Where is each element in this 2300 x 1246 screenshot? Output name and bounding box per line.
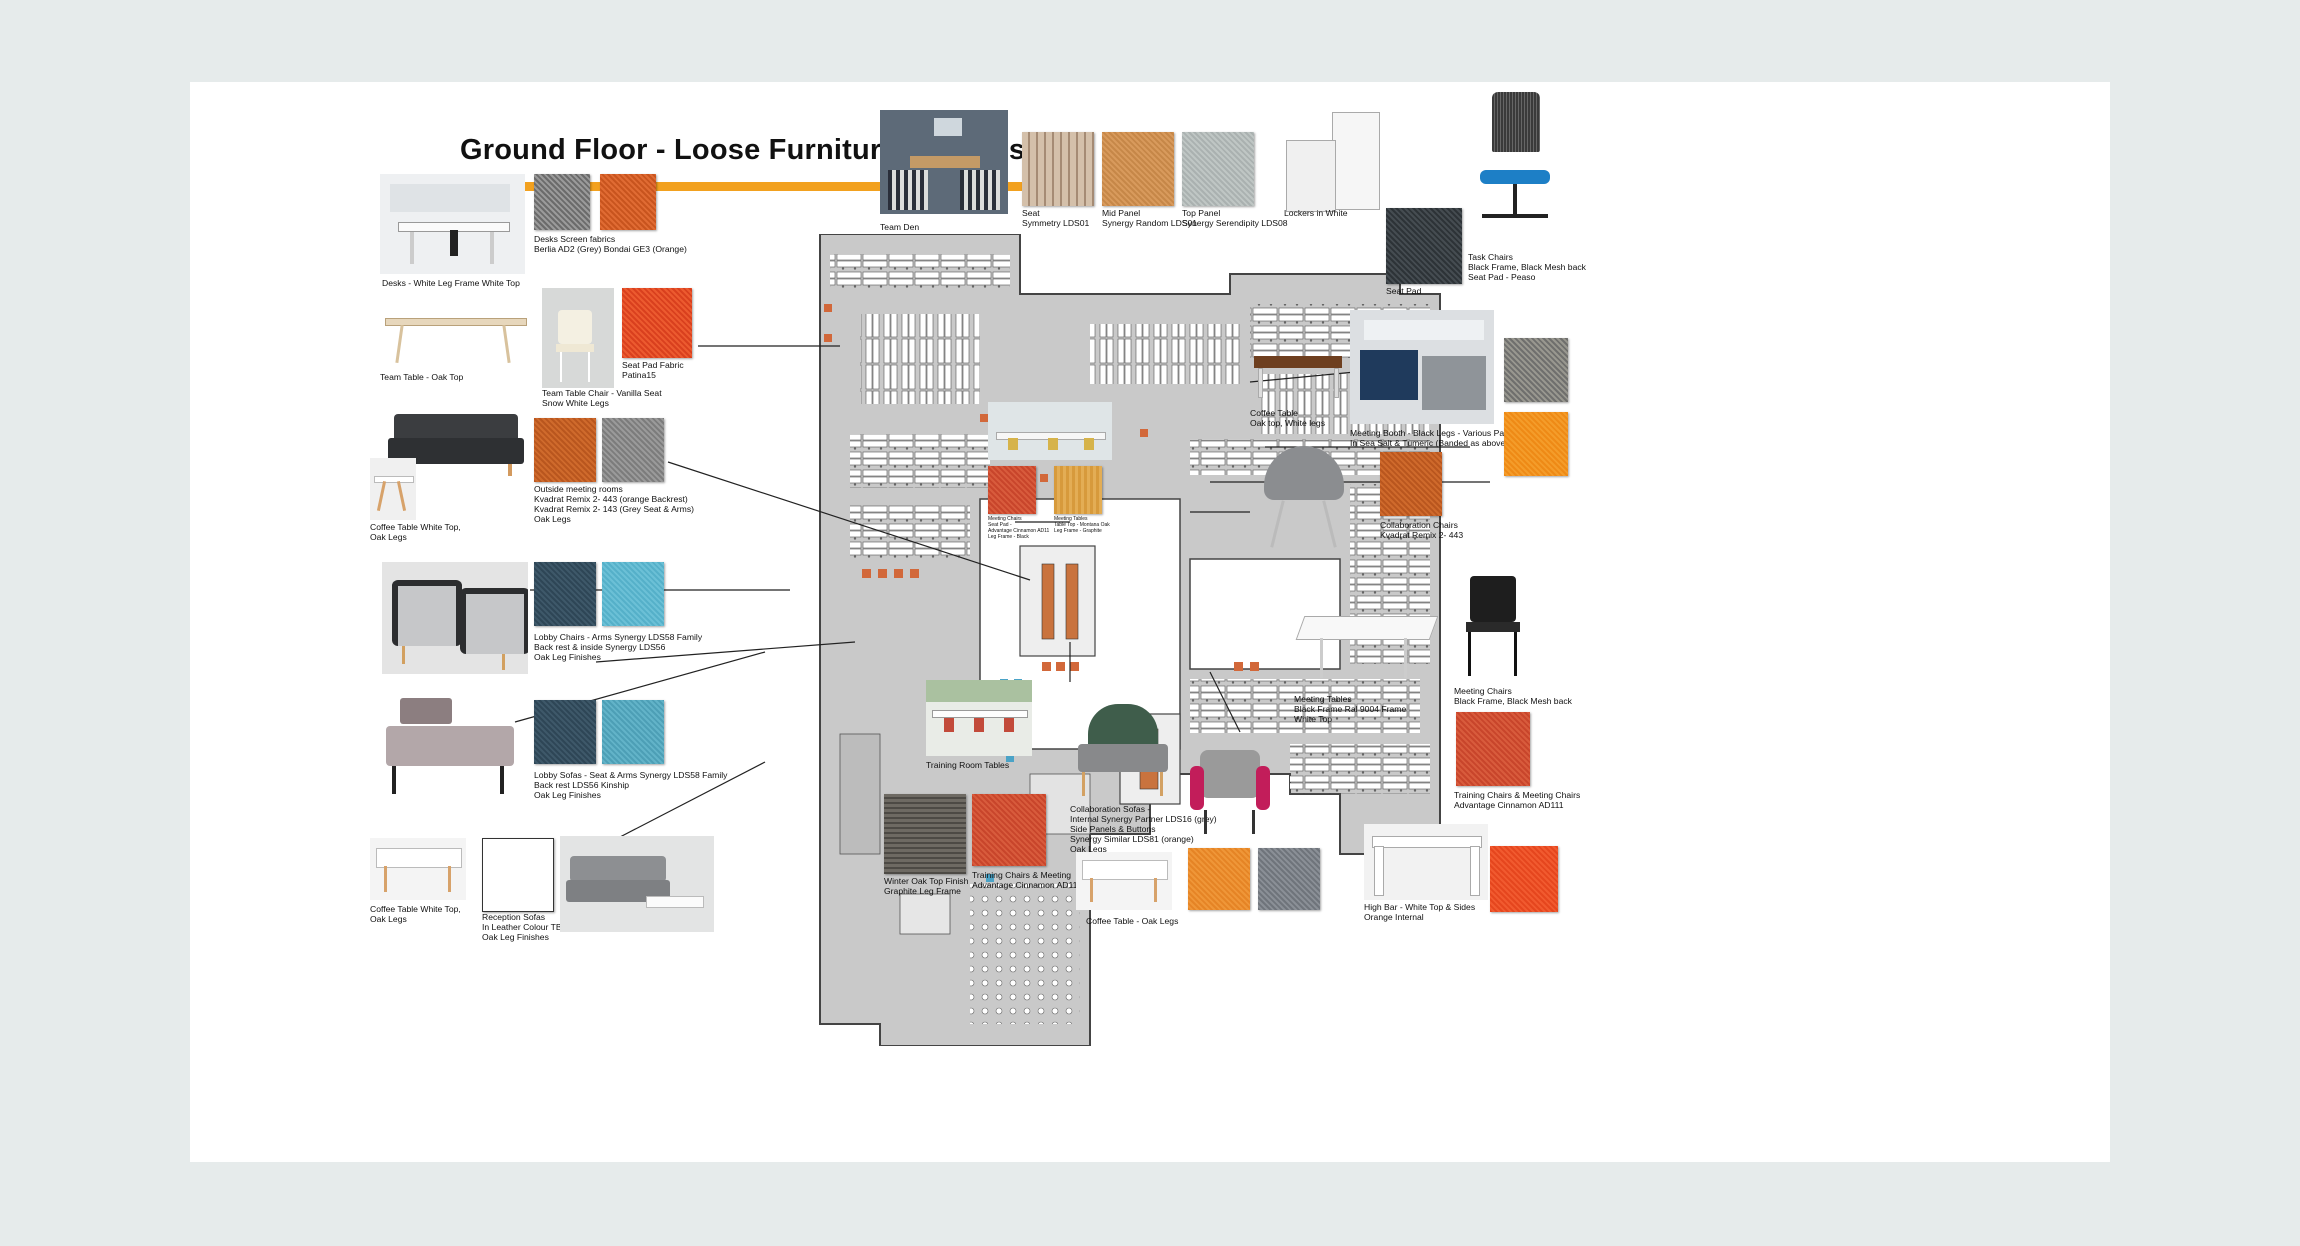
coffee-table-oak-legs-caption: Coffee Table - Oak Legs bbox=[1086, 916, 1179, 926]
meeting-booth-caption: Meeting Booth - Black Legs - Various Pan… bbox=[1350, 428, 1520, 448]
high-bar-photo bbox=[1364, 824, 1488, 900]
lobby-chairs-dark-teal-swatch bbox=[534, 562, 596, 626]
collaboration-sofas-grey-swatch bbox=[1258, 848, 1320, 910]
task-chairs-caption: Task Chairs Black Frame, Black Mesh back… bbox=[1468, 252, 1586, 282]
mid-panel-swatch bbox=[1102, 132, 1174, 206]
collaboration-chairs-swatch bbox=[1380, 452, 1442, 516]
outside-meeting-grey-swatch bbox=[602, 418, 664, 482]
meeting-booth-tumeric-swatch bbox=[1504, 412, 1568, 476]
reception-sofas-caption: Reception Sofas In Leather Colour TBC Oa… bbox=[482, 912, 568, 942]
training-chairs-caption: Training Chairs & Meeting Chairs Advanta… bbox=[1454, 790, 1581, 810]
training-chairs-meeting-swatch bbox=[972, 794, 1046, 866]
team-table-photo bbox=[380, 308, 530, 368]
lockers-photo bbox=[1286, 112, 1382, 216]
outside-meeting-orange-swatch bbox=[534, 418, 596, 482]
collaboration-sofas-orange-swatch bbox=[1188, 848, 1250, 910]
seat-pad-caption: Seat Pad bbox=[1386, 286, 1422, 296]
training-room-tables-photo bbox=[926, 680, 1032, 756]
high-bar-orange-swatch bbox=[1490, 846, 1558, 912]
magenta-armchair-photo bbox=[1186, 750, 1274, 838]
meeting-room-photo bbox=[988, 402, 1112, 460]
high-bar-caption: High Bar - White Top & Sides Orange Inte… bbox=[1364, 902, 1476, 922]
orange-screen-swatch bbox=[600, 174, 656, 230]
lobby-chairs-caption: Lobby Chairs - Arms Synergy LDS58 Family… bbox=[534, 632, 703, 662]
title-accent-rule bbox=[458, 182, 1036, 191]
winter-oak-caption: Winter Oak Top Finish Graphite Leg Frame bbox=[884, 876, 969, 896]
outside-meeting-caption: Outside meeting rooms Kvadrat Remix 2- 4… bbox=[534, 484, 694, 524]
meeting-booth-sea-salt-swatch bbox=[1504, 338, 1568, 402]
training-chairs-meeting-caption: Training Chairs & Meeting Advantage Cinn… bbox=[972, 870, 1082, 890]
task-chair-photo bbox=[1460, 92, 1564, 242]
coffee-table-photo-2 bbox=[370, 838, 466, 900]
coffee-table-oak-photo bbox=[1250, 346, 1346, 408]
lobby-sofas-photo bbox=[386, 698, 514, 800]
desks-photo bbox=[380, 174, 525, 274]
seat-pad-fabric-caption: Seat Pad Fabric Patina15 bbox=[622, 360, 684, 380]
meeting-tables-montana-oak-swatch bbox=[1054, 466, 1102, 514]
lobby-sofas-caption: Lobby Sofas - Seat & Arms Synergy LDS58 … bbox=[534, 770, 728, 800]
lockers-caption: Lockers in White bbox=[1284, 208, 1348, 218]
coffee-table-oak-caption: Coffee Table Oak top, White legs bbox=[1250, 408, 1325, 428]
screen-fabrics-caption: Desks Screen fabrics Berlia AD2 (Grey) B… bbox=[534, 234, 687, 254]
team-table-chair-photo bbox=[542, 288, 614, 388]
training-room-tables-caption: Training Room Tables bbox=[926, 760, 1010, 770]
coffee-table-photo-1 bbox=[370, 458, 416, 520]
reception-sofa-photo bbox=[560, 836, 714, 932]
lobby-chairs-light-blue-swatch bbox=[602, 562, 664, 626]
meeting-tables-caption: Meeting Tables Black Frame Ral 9004 Fram… bbox=[1294, 694, 1407, 724]
seat-caption: Seat Symmetry LDS01 bbox=[1022, 208, 1090, 228]
grey-screen-swatch bbox=[534, 174, 590, 230]
meeting-chairs-cinnamon-swatch bbox=[988, 466, 1036, 514]
seat-swatch bbox=[1022, 132, 1094, 206]
coffee-table-oak-legs-photo bbox=[1076, 852, 1172, 910]
top-panel-caption: Top Panel Synergy Serendipity LDS08 bbox=[1182, 208, 1288, 228]
mood-board-sheet: Ground Floor - Loose Furniture Finishes bbox=[190, 82, 2110, 1162]
top-panel-swatch bbox=[1182, 132, 1254, 206]
desks-caption: Desks - White Leg Frame White Top bbox=[382, 278, 520, 288]
collaboration-sofa-photo bbox=[1070, 704, 1176, 802]
team-table-caption: Team Table - Oak Top bbox=[380, 372, 464, 382]
team-den-caption: Team Den bbox=[880, 222, 920, 232]
seat-pad-fabric-swatch bbox=[622, 288, 692, 358]
training-chairs-cinnamon-swatch bbox=[1456, 712, 1530, 786]
meeting-booth-photo bbox=[1350, 310, 1494, 424]
collaboration-chairs-caption: Collaboration Chairs Kvadrat Remix 2- 44… bbox=[1380, 520, 1464, 540]
meeting-chair-photo bbox=[1450, 576, 1536, 680]
outside-meeting-sofa-photo bbox=[386, 408, 526, 480]
lobby-sofas-light-blue-swatch bbox=[602, 700, 664, 764]
collaboration-chair-photo bbox=[1256, 446, 1352, 554]
meeting-chairs-caption: Meeting Chairs Black Frame, Black Mesh b… bbox=[1454, 686, 1572, 706]
meeting-chairs-small-caption: Meeting Chairs Seat Pad - Advantage Cinn… bbox=[988, 516, 1050, 540]
mid-panel-caption: Mid Panel Synergy Random LDS01 bbox=[1102, 208, 1198, 228]
reception-sofa-leather-swatch bbox=[482, 838, 554, 912]
lobby-chairs-photo bbox=[382, 562, 528, 674]
meeting-tables-small-caption: Meeting Tables Table Top - Montana Oak L… bbox=[1054, 516, 1110, 534]
team-den-photo bbox=[880, 110, 1008, 214]
team-table-chair-caption: Team Table Chair - Vanilla Seat Snow Whi… bbox=[542, 388, 662, 408]
coffee-table-caption-2: Coffee Table White Top, Oak Legs bbox=[370, 904, 461, 924]
meeting-table-photo bbox=[1294, 596, 1438, 688]
lobby-sofas-dark-teal-swatch bbox=[534, 700, 596, 764]
seat-pad-swatch bbox=[1386, 208, 1462, 284]
winter-oak-swatch bbox=[884, 794, 966, 874]
coffee-table-caption-1: Coffee Table White Top, Oak Legs bbox=[370, 522, 461, 542]
